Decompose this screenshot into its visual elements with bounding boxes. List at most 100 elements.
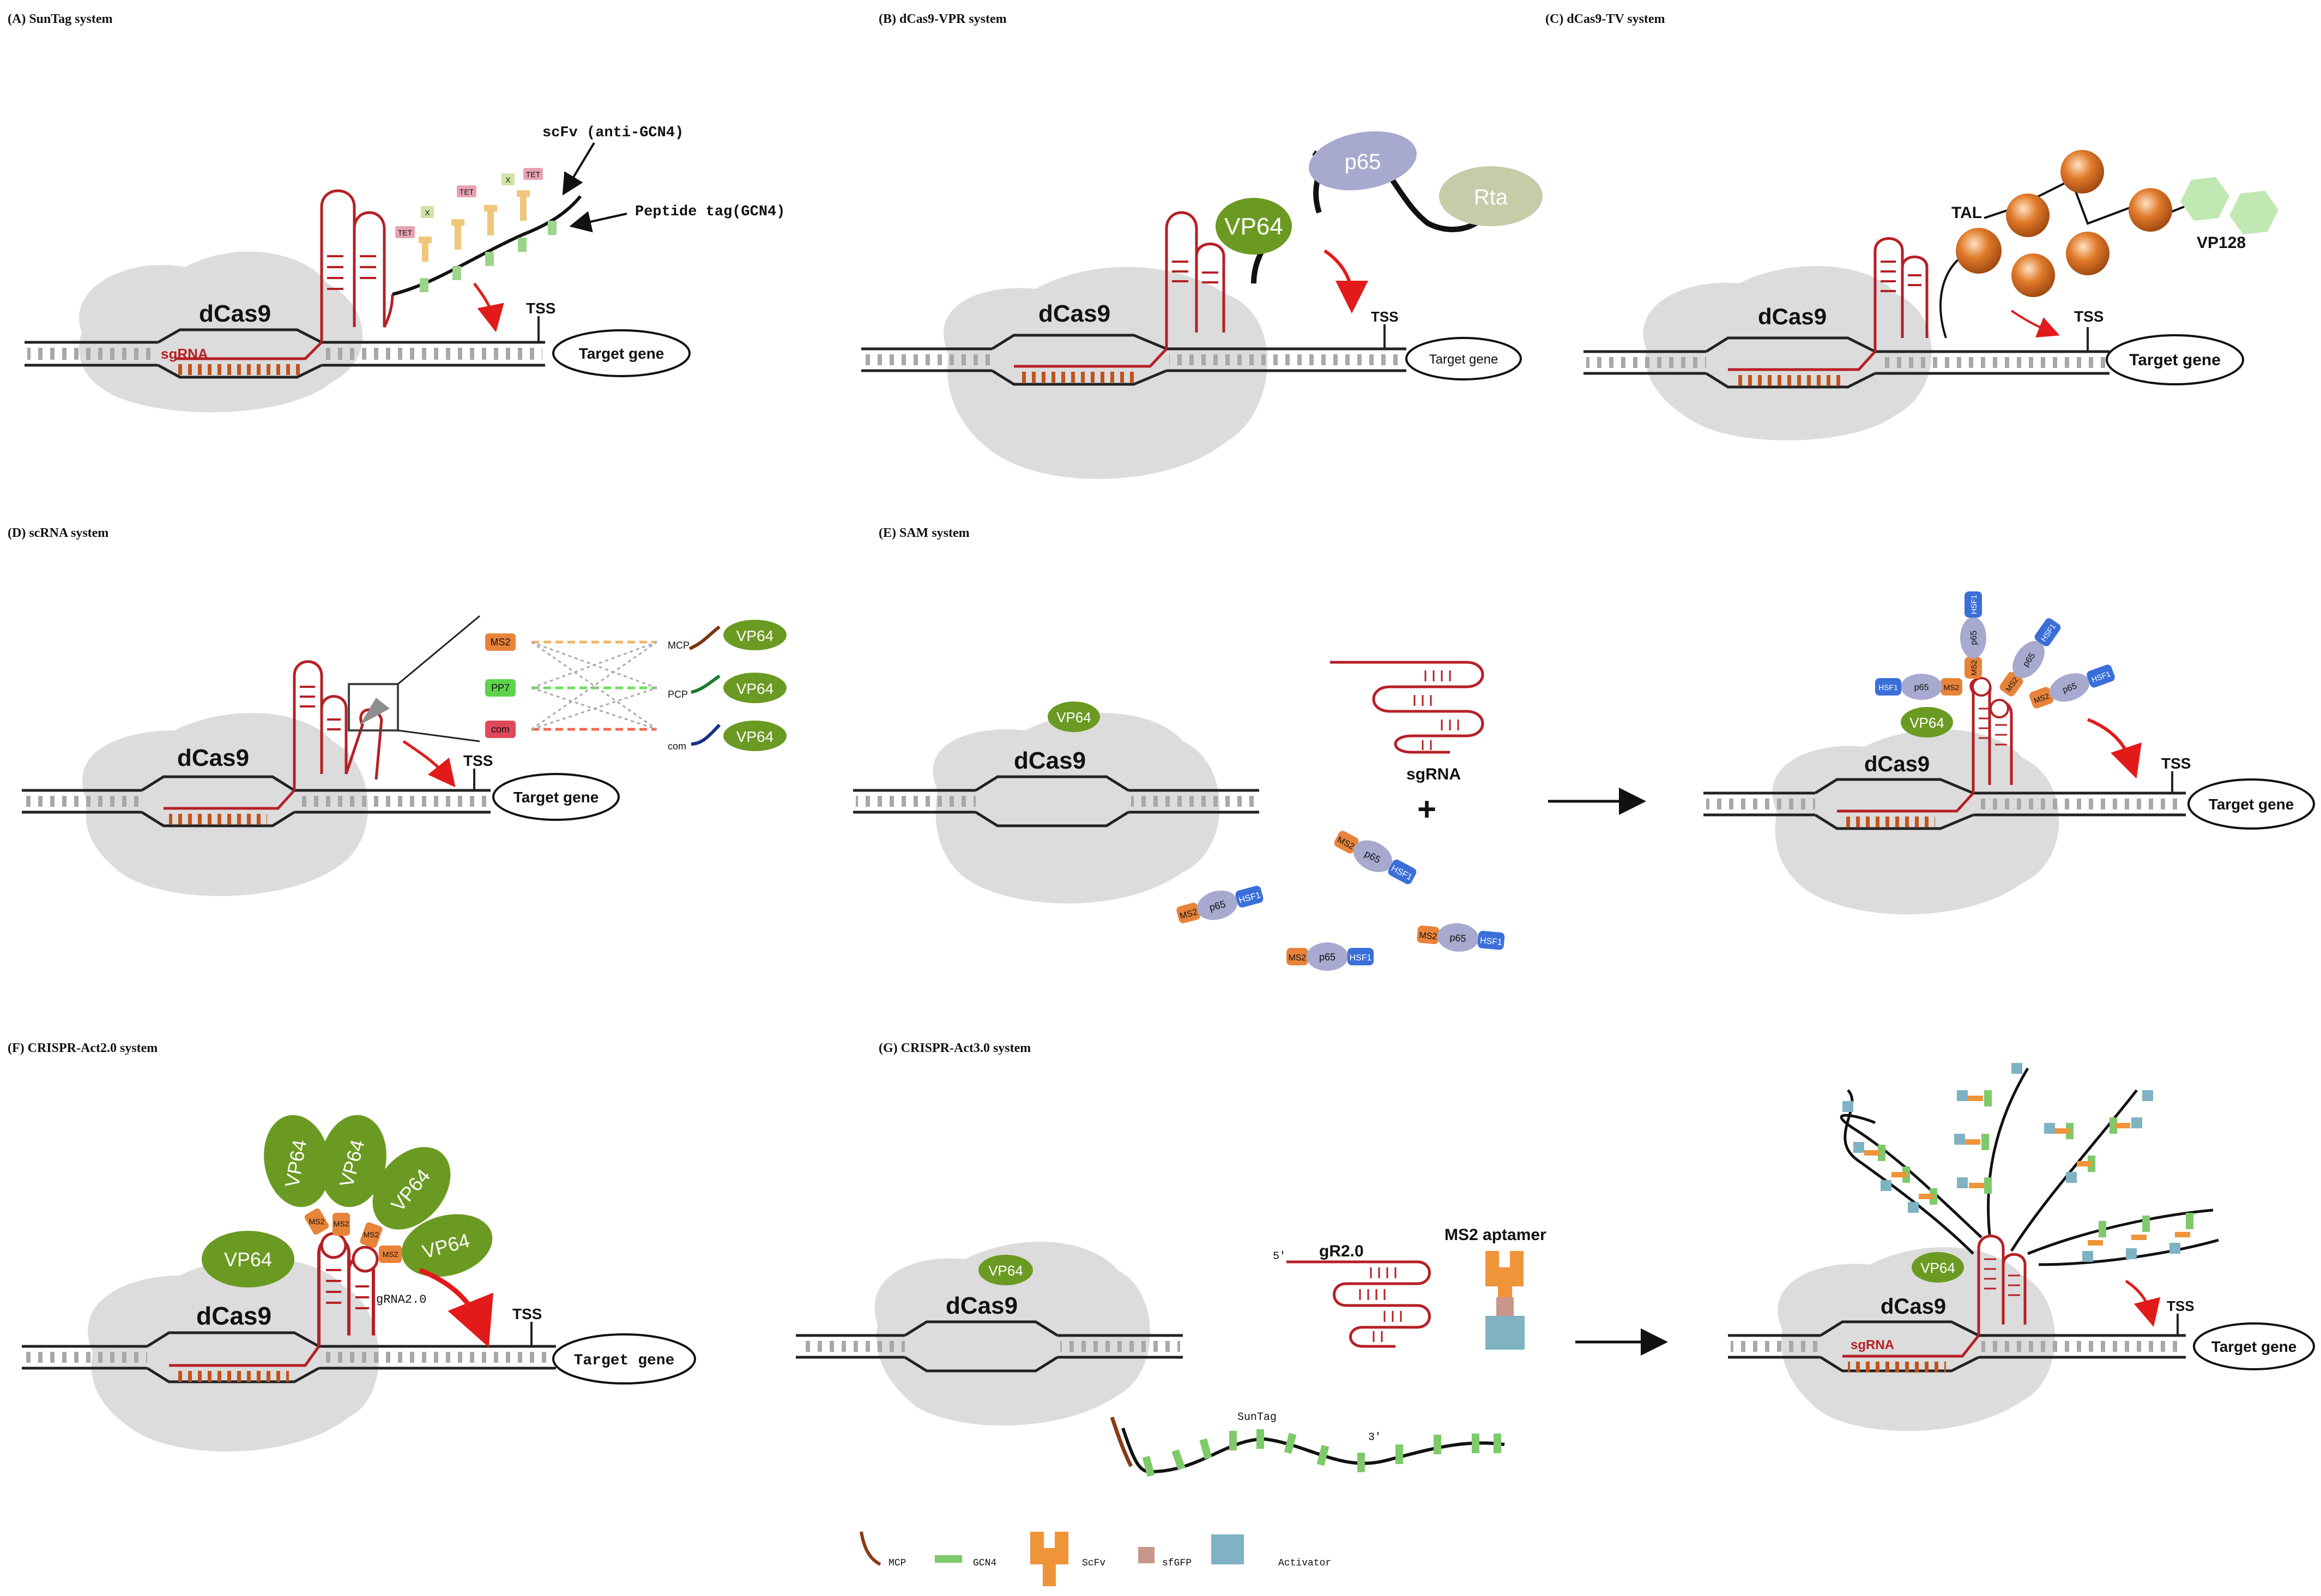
panel-b: (B) dCas9-VPR system dCas9 VP64 p65	[861, 12, 1543, 479]
target-gene-oval	[552, 329, 691, 377]
rta-label: Rta	[1474, 185, 1508, 209]
plus-sign: +	[1417, 791, 1436, 827]
target-gene-label: Target gene	[579, 345, 664, 362]
dcas9-protein	[874, 1241, 1150, 1426]
vp64-label: VP64	[736, 728, 774, 745]
vp64-domain	[978, 1255, 1033, 1285]
vp64-label: VP64	[224, 1248, 272, 1271]
dcas9-protein	[1643, 265, 1932, 440]
ms2-loop	[1972, 677, 1991, 697]
dna-duplex	[853, 775, 1259, 827]
panel-e-title: (E) SAM system	[879, 526, 970, 540]
p65-label: p65	[1969, 631, 1979, 645]
legend-mcp: MCP	[888, 1558, 906, 1569]
p65-domain	[1309, 131, 1417, 191]
legend-gcn4: GCN4	[973, 1558, 996, 1569]
ms2-aptamer-label: MS2 aptamer	[1444, 1226, 1546, 1244]
hsf1-label: HSF1	[1350, 953, 1372, 963]
target-gene-oval	[2187, 778, 2315, 830]
dna-duplex	[25, 316, 545, 379]
dcas9-label: dCas9	[946, 1292, 1018, 1319]
target-gene-label: Target gene	[2129, 351, 2221, 369]
sgrna-label: sgRNA	[1406, 765, 1461, 783]
ms2-label: MS2	[1419, 931, 1437, 942]
suntag-decorations	[1842, 1063, 2193, 1262]
free-sgrna	[1330, 661, 1484, 754]
panel-d: (D) scRNA system dCas9 TSS	[8, 526, 787, 896]
scfv-legend-icon	[1030, 1532, 1068, 1564]
vp64-label: VP64	[1920, 1260, 1955, 1276]
target-gene-label: Target gene	[2211, 1338, 2297, 1355]
panel-d-title: (D) scRNA system	[8, 526, 108, 540]
sfgfp-legend-icon	[1138, 1547, 1155, 1563]
aptamer-column: MS2 PP7 com	[485, 633, 516, 738]
dcas9-label: dCas9	[199, 300, 271, 327]
p65-label: p65	[1319, 952, 1335, 963]
sgrna-hairpins	[320, 189, 394, 342]
vp64-label: VP64	[1056, 709, 1091, 726]
target-gene-label: Target gene	[574, 1352, 675, 1369]
dcas9-protein	[933, 712, 1220, 904]
p65-label: p65	[1914, 683, 1929, 692]
ms2-coats: MS2 MS2 MS2 MS2	[304, 1208, 402, 1263]
transcription-arrow	[2010, 310, 2060, 338]
scfv-pointer	[562, 142, 595, 196]
legend-sfgfp: sfGFP	[1162, 1558, 1192, 1569]
tet-label: TET	[526, 170, 541, 179]
target-gene-label: Target gene	[1429, 352, 1498, 367]
transcription-arrow	[473, 282, 504, 332]
dna-duplex	[22, 1322, 556, 1383]
dcas9-label: dCas9	[196, 1302, 271, 1330]
vp64-domain	[1901, 707, 1953, 737]
dna-duplex	[1583, 327, 2110, 389]
target-gene-oval	[2106, 334, 2244, 385]
panel-a: (A) SunTag system dCas9 sgRNA	[8, 12, 785, 413]
ms2-aptamer-assembly	[1485, 1251, 1525, 1350]
suntag-gcn4-marks	[1142, 1429, 1501, 1477]
sgrna-hairpins	[1873, 237, 1929, 352]
ms2-label: MS2	[1289, 953, 1307, 963]
p65-label: p65	[1345, 150, 1381, 174]
panel-b-title: (B) dCas9-VPR system	[879, 12, 1007, 26]
binder-pcp-label: PCP	[668, 689, 688, 700]
panel-c: (C) dCas9-TV system dCas9	[1545, 12, 2278, 440]
aptamer-ms2-label: MS2	[490, 637, 510, 648]
hsf1-label: HSF1	[1878, 683, 1898, 692]
dcas9-label: dCas9	[1038, 300, 1110, 327]
target-gene-label: Target gene	[513, 789, 599, 806]
transcription-arrow	[2125, 1279, 2161, 1327]
tss-label: TSS	[2167, 1298, 2195, 1314]
dcas9-protein	[78, 251, 363, 413]
suntag-arms	[1840, 1067, 2219, 1266]
gr20-label: gR2.0	[1319, 1242, 1364, 1260]
tss-label: TSS	[2161, 755, 2191, 772]
dna-duplex	[1728, 1314, 2186, 1373]
binder-column: MCP PCP com VP64 VP64 VP64	[668, 620, 787, 752]
transcription-arrow	[1323, 249, 1368, 313]
tal-label: TAL	[1951, 204, 1982, 222]
bound-ms2-p65-hsf1: MS2 p65 HSF1 MS2 p65 HSF1 MS2 p65 HS	[1875, 591, 2115, 709]
target-gene-oval	[552, 1333, 696, 1385]
dcas9-label: dCas9	[1014, 747, 1086, 774]
aptamer-shape	[360, 698, 390, 725]
dna-duplex	[796, 1320, 1183, 1373]
target-gene-oval	[2193, 1322, 2315, 1370]
scfv-tet-units: TET TET TET X X	[395, 168, 543, 262]
hsf1-label: HSF1	[1479, 936, 1502, 947]
transcription-arrow	[2087, 718, 2142, 779]
peptide-pointer	[569, 211, 627, 233]
legend: MCP GCN4 ScFv sfGFP Activator	[860, 1531, 1331, 1586]
vp64-cluster: VP64 VP64 VP64 VP64 VP64	[202, 1115, 493, 1287]
vp64-domain	[1048, 702, 1100, 732]
x-label: X	[505, 176, 511, 184]
panel-f-title: (F) CRISPR-Act2.0 system	[8, 1041, 158, 1055]
vp64-label: VP64	[736, 680, 774, 697]
panel-g-title: (G) CRISPR-Act3.0 system	[879, 1041, 1031, 1055]
binder-mcp-label: MCP	[668, 640, 690, 651]
target-gene-oval	[492, 773, 620, 821]
zoom-box	[348, 683, 399, 732]
aptamer-com-label: com	[491, 724, 510, 735]
dcas9-protein	[82, 712, 368, 896]
scfv-label: scFv (anti-GCN4)	[542, 125, 684, 141]
dcas9-label: dCas9	[1758, 304, 1827, 329]
